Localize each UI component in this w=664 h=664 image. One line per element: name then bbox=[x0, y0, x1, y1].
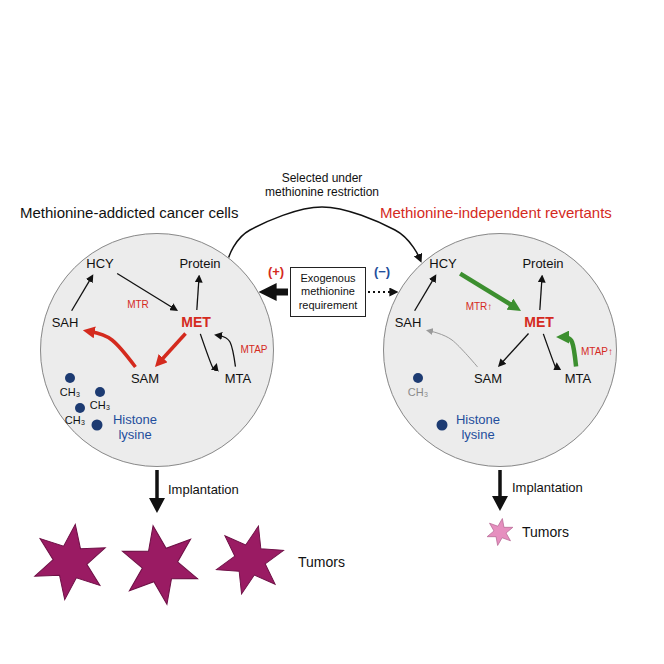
metabolite-name: HCY bbox=[429, 256, 456, 271]
edge-label: MTR↑ bbox=[464, 301, 495, 313]
edge-label: (−) bbox=[372, 265, 392, 280]
methyl-dot bbox=[413, 373, 423, 383]
edge-label: MTAP bbox=[238, 344, 269, 356]
methyl-label: CH₃ bbox=[408, 386, 428, 399]
metabolite-name: SAM bbox=[131, 371, 159, 386]
metabolite-name: HCY bbox=[86, 256, 113, 271]
histone-dot bbox=[437, 420, 448, 431]
annotation-text: Implantation bbox=[512, 481, 583, 496]
arrow-connector bbox=[564, 337, 576, 366]
metabolite-label: MET bbox=[178, 312, 214, 332]
metabolite-name: Protein bbox=[179, 256, 220, 271]
arrow-connector bbox=[543, 334, 557, 369]
histone-label: Histone lysine bbox=[448, 413, 508, 443]
tumor-star bbox=[119, 520, 201, 611]
condition-box: Exogenous methionine requirement bbox=[290, 267, 366, 317]
metabolite-name: MTA bbox=[565, 371, 591, 386]
methyl-label: CH₃ bbox=[60, 386, 80, 399]
metabolite-label: Protein bbox=[176, 254, 223, 273]
metabolite-label: HCY bbox=[426, 254, 459, 273]
metabolite-label: SAM bbox=[128, 369, 162, 388]
edge-label: MTR bbox=[125, 299, 151, 311]
metabolite-name: SAM bbox=[474, 371, 502, 386]
annotation-text: Tumors bbox=[522, 524, 569, 540]
arrow-connector bbox=[430, 331, 478, 367]
metabolite-name: MTA bbox=[225, 371, 251, 386]
arrow-connector bbox=[197, 279, 199, 310]
implantation-arrow bbox=[498, 470, 502, 498]
metabolite-label: MTA bbox=[562, 369, 594, 388]
arrow-connector bbox=[368, 291, 393, 293]
cell-title: Methionine-independent revertants bbox=[380, 204, 612, 221]
metabolite-name: SAH bbox=[52, 315, 79, 330]
metabolite-name: SAH bbox=[395, 315, 422, 330]
metabolite-label: MTA bbox=[222, 369, 254, 388]
metabolite-name: Protein bbox=[522, 256, 563, 271]
methyl-dot bbox=[65, 373, 75, 383]
implantation-arrow bbox=[155, 470, 159, 500]
cell-title: Methionine-addicted cancer cells bbox=[20, 204, 238, 221]
metabolite-label: SAH bbox=[49, 313, 82, 332]
implantation-arrowhead bbox=[492, 496, 508, 511]
arrow-connector bbox=[540, 279, 542, 310]
methyl-label: CH₃ bbox=[90, 399, 110, 412]
tumor-star bbox=[486, 516, 514, 547]
methyl-dot bbox=[75, 403, 85, 413]
arrow-connector bbox=[501, 333, 528, 363]
metabolite-label: SAH bbox=[392, 313, 425, 332]
annotation-text: Implantation bbox=[168, 483, 239, 498]
tumor-star bbox=[212, 519, 288, 601]
metabolite-name: MET bbox=[181, 314, 211, 330]
metabolite-label: Protein bbox=[519, 254, 566, 273]
metabolite-label: MET bbox=[521, 312, 557, 332]
methyl-dot bbox=[95, 387, 105, 397]
arrow-connector bbox=[219, 335, 236, 366]
edge-label: (+) bbox=[266, 265, 286, 280]
metabolite-label: HCY bbox=[83, 254, 116, 273]
arrow-connector bbox=[90, 332, 135, 367]
histone-dot bbox=[92, 420, 103, 431]
edge-label: Selected under methionine restriction bbox=[259, 172, 385, 200]
cell-fill bbox=[40, 233, 274, 467]
implantation-arrowhead bbox=[149, 498, 165, 513]
methyl-label: CH₃ bbox=[65, 414, 85, 427]
arrow-connector bbox=[200, 334, 215, 369]
arrow-connector bbox=[72, 278, 91, 310]
metabolite-label: SAM bbox=[471, 369, 505, 388]
arrow-connector bbox=[269, 289, 288, 296]
arrow-connector bbox=[415, 278, 434, 310]
metabolite-name: MET bbox=[524, 314, 554, 330]
edge-label: MTAP↑ bbox=[579, 346, 615, 358]
arrow-connector bbox=[160, 333, 186, 361]
histone-label: Histone lysine bbox=[105, 413, 165, 443]
cell-fill bbox=[383, 233, 617, 467]
annotation-text: Tumors bbox=[298, 554, 345, 570]
tumor-star bbox=[32, 520, 108, 604]
box-text: Exogenous methionine requirement bbox=[294, 272, 362, 312]
